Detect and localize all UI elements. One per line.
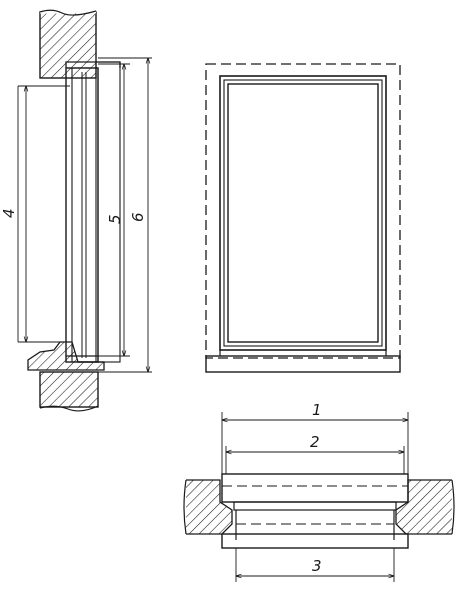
dimension-label-3: 3	[312, 557, 322, 575]
dimension-line-4: 4	[0, 86, 26, 342]
sill-wall	[39, 371, 99, 412]
dimension-line-5: 5	[106, 64, 124, 356]
dimension-line-1: 1	[222, 401, 408, 420]
sill-board	[205, 350, 401, 373]
dimension-label-4: 4	[0, 208, 18, 218]
dimension-line-6: 6	[129, 58, 148, 372]
dimension-label-5: 5	[106, 214, 124, 224]
dimension-label-1: 1	[312, 401, 322, 419]
dimension-line-2: 2	[226, 433, 404, 452]
front-elevation	[205, 63, 401, 373]
window-block-plan	[221, 473, 409, 549]
left-wall	[183, 479, 233, 535]
dimension-label-6: 6	[129, 212, 147, 222]
dimension-label-2: 2	[310, 433, 320, 451]
opening-outline	[205, 63, 401, 359]
lintel-wall	[39, 9, 97, 79]
right-wall	[395, 479, 455, 535]
vertical-section: 4 5 6	[0, 9, 152, 412]
window-block-section	[65, 61, 121, 363]
dimension-line-3: 3	[236, 557, 394, 576]
window-frame	[219, 75, 387, 351]
horizontal-section: 1 2 3	[183, 401, 455, 582]
